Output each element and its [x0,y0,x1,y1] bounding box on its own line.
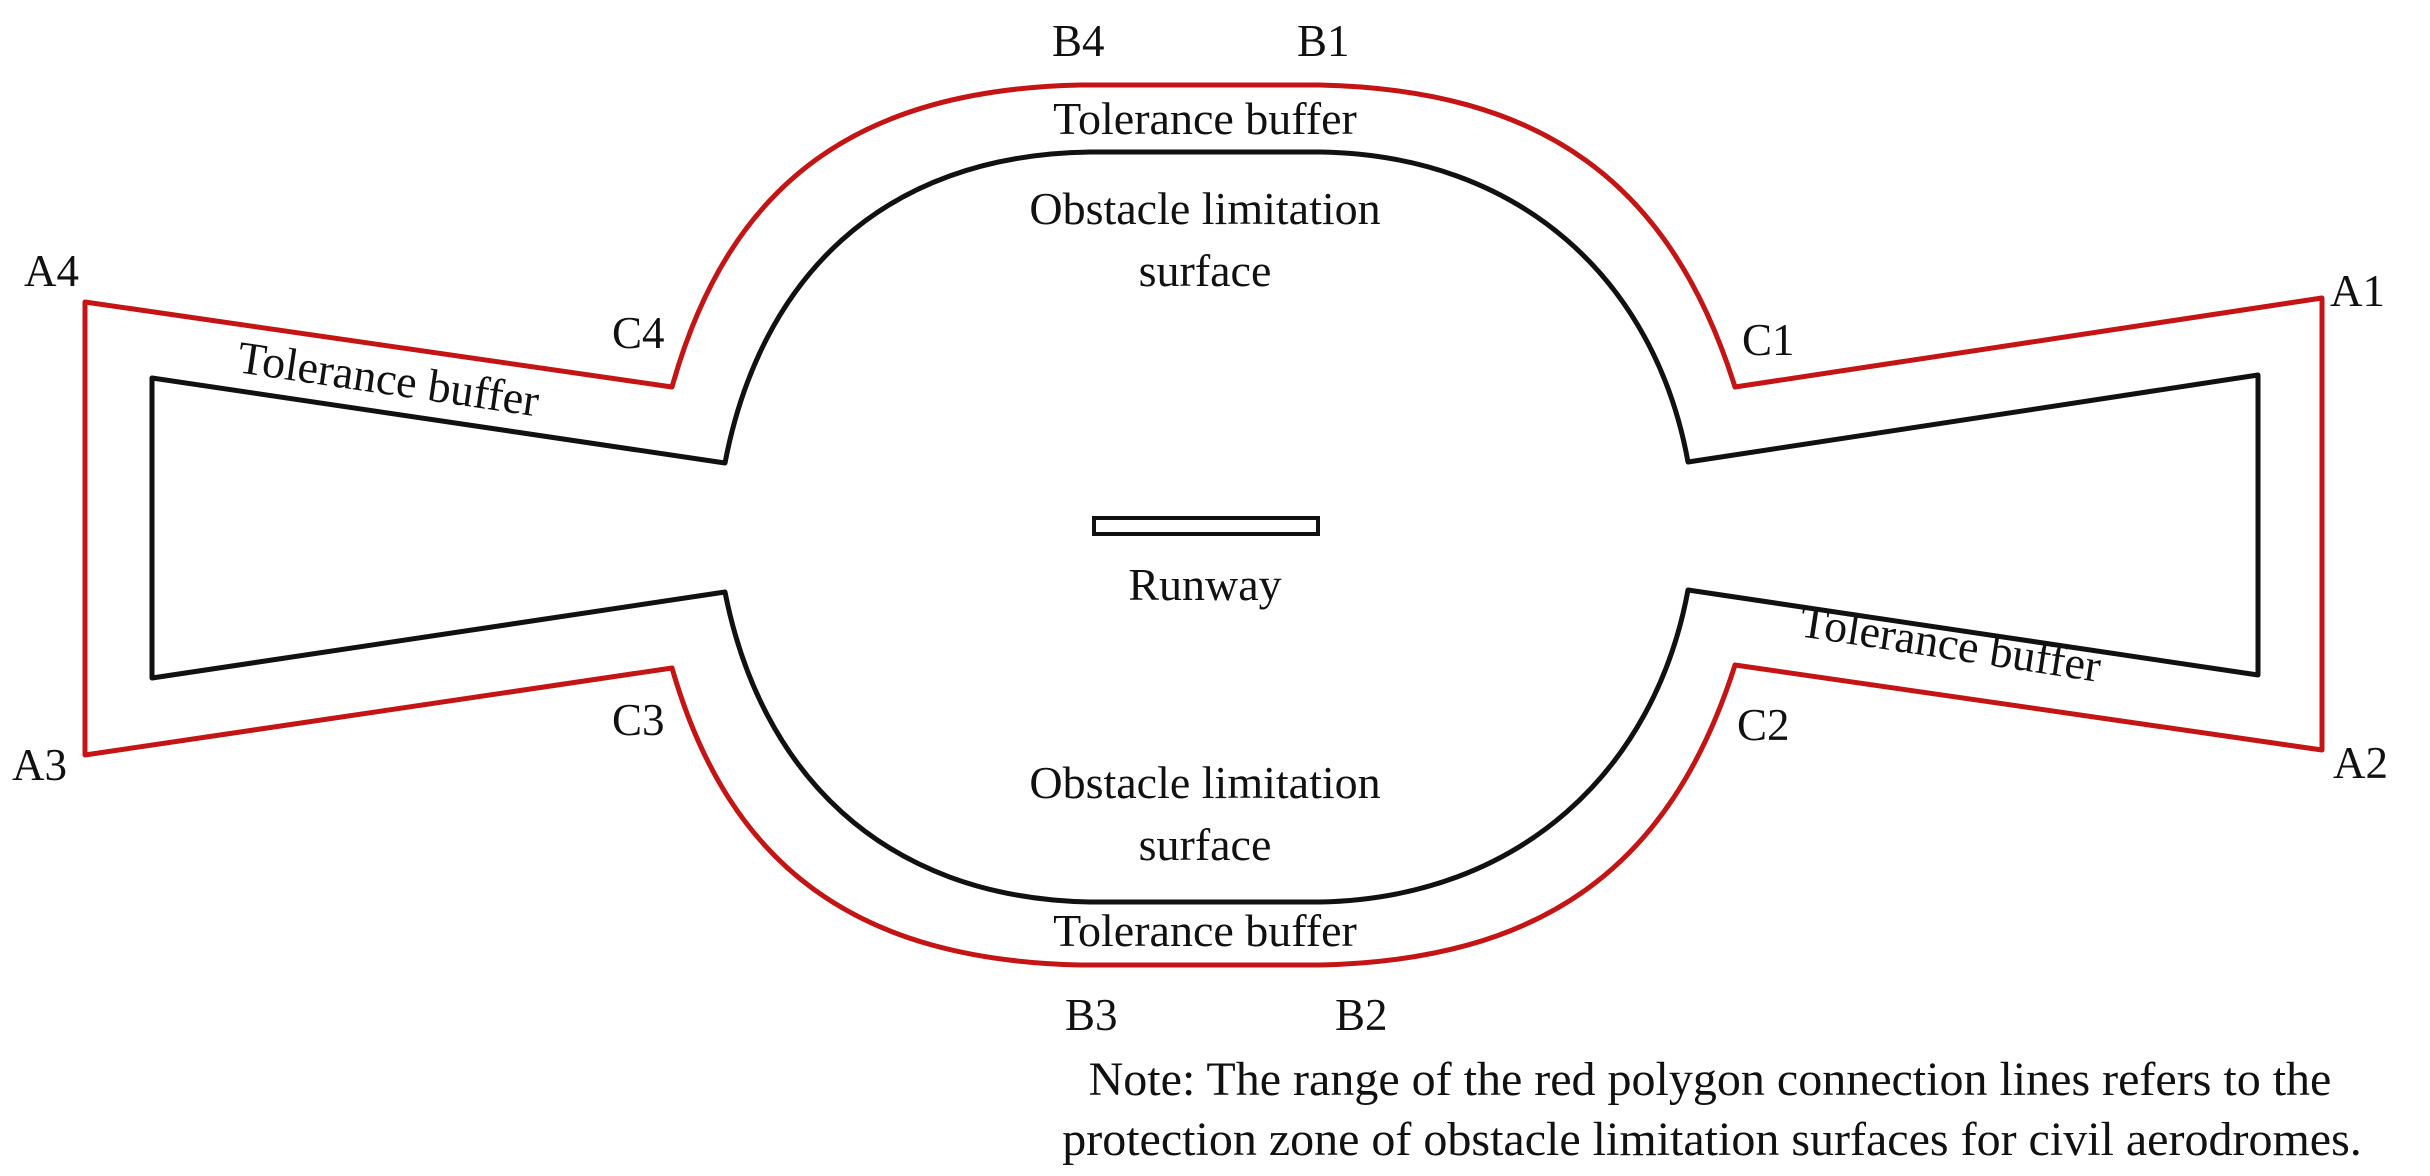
point-label-b4: B4 [1052,16,1105,66]
note-line-2: protection zone of obstacle limitation s… [1062,1113,2362,1166]
runway-rect [1092,516,1320,536]
runway-label: Runway [1128,559,1281,610]
obstacle-surface-label-bottom-line1: Obstacle limitation [1029,757,1380,808]
point-label-c2: C2 [1737,700,1790,750]
point-label-a1: A1 [2330,266,2385,316]
obstacle-surface-label-top-line2: surface [1139,245,1272,296]
point-label-c4: C4 [612,308,665,358]
point-label-a2: A2 [2333,738,2388,788]
tolerance-buffer-label-right: Tolerance buffer [1796,595,2104,691]
point-label-a3: A3 [12,740,67,790]
point-label-a4: A4 [24,246,79,296]
point-label-c3: C3 [612,695,665,745]
point-label-c1: C1 [1742,315,1795,365]
point-label-b3: B3 [1065,990,1118,1040]
point-label-b1: B1 [1297,16,1350,66]
obstacle-surface-label-top-line1: Obstacle limitation [1029,183,1380,234]
tolerance-buffer-label-top: Tolerance buffer [1053,93,1357,144]
tolerance-buffer-label-bottom: Tolerance buffer [1053,905,1357,956]
note-line-1: Note: The range of the red polygon conne… [1089,1053,2332,1106]
obstacle-limitation-surface-outline [149,149,2261,905]
obstacle-surface-label-bottom-line2: surface [1139,819,1272,870]
point-label-b2: B2 [1335,990,1388,1040]
protection-zone-outline [82,82,2325,968]
